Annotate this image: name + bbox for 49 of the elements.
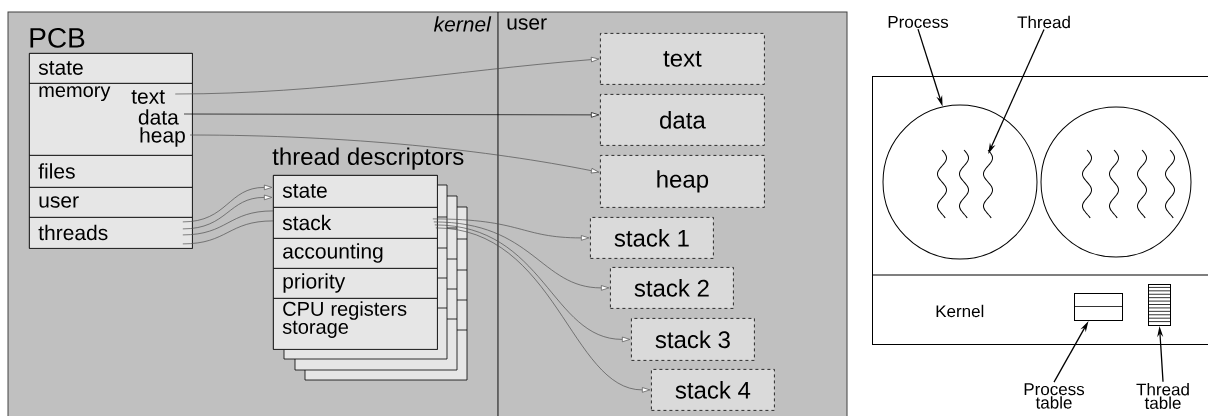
- arrow: [183, 112, 600, 118]
- process-circle: [882, 104, 1038, 260]
- thread-squiggle: [1082, 149, 1092, 219]
- arrow: [434, 224, 631, 343]
- record-field: threads: [29, 217, 193, 249]
- thread-squiggle: [1165, 149, 1175, 219]
- arrow: [189, 134, 600, 174]
- memory-region-box: text: [600, 33, 765, 85]
- node-label: PCB: [30, 27, 85, 48]
- region-label: kernel: [433, 16, 492, 32]
- process-circle: [1040, 106, 1192, 258]
- arrow: [182, 194, 273, 230]
- arrow: [435, 227, 651, 393]
- arrow: [432, 218, 590, 241]
- record-field: state: [273, 175, 438, 208]
- kernel-band: Kernel: [871, 274, 1208, 318]
- table-icon: [1147, 284, 1171, 326]
- thread-squiggle: [959, 149, 969, 219]
- record-field: files: [29, 155, 193, 188]
- thread-squiggle: [1109, 149, 1119, 219]
- table-icon: [1073, 293, 1123, 321]
- process-frame: [872, 76, 1208, 345]
- thread-squiggle: [937, 149, 947, 219]
- record-field: state: [29, 53, 193, 84]
- memory-region-box: data: [600, 94, 765, 146]
- record-field: CPU registers storage: [273, 298, 438, 350]
- record-field: priority: [273, 268, 438, 299]
- thread-squiggle: [983, 149, 993, 219]
- record-field: stack: [273, 207, 438, 239]
- callout-label: Process: [888, 16, 949, 28]
- memory-region-box: stack 1: [590, 217, 714, 259]
- record-field: accounting: [273, 238, 438, 269]
- field-label: heap: [140, 127, 185, 147]
- callout-label: Thread table: [1136, 383, 1189, 409]
- arrow: [182, 184, 273, 223]
- record-field: user: [29, 187, 193, 218]
- region-label: user: [507, 18, 547, 30]
- memory-region-box: heap: [600, 155, 765, 208]
- callout-label: Process table: [1024, 383, 1085, 409]
- memory-region-box: stack 4: [651, 369, 775, 411]
- arrow: [433, 221, 610, 291]
- memory-region-box: stack 2: [610, 267, 734, 309]
- field-label: data: [138, 109, 179, 125]
- memory-region-box: stack 3: [631, 318, 755, 361]
- thread-squiggle: [1137, 149, 1147, 219]
- arrow: [174, 56, 600, 95]
- callout-label: Thread: [1017, 15, 1070, 29]
- node-label: thread descriptors: [272, 147, 464, 170]
- field-label: text: [131, 90, 165, 104]
